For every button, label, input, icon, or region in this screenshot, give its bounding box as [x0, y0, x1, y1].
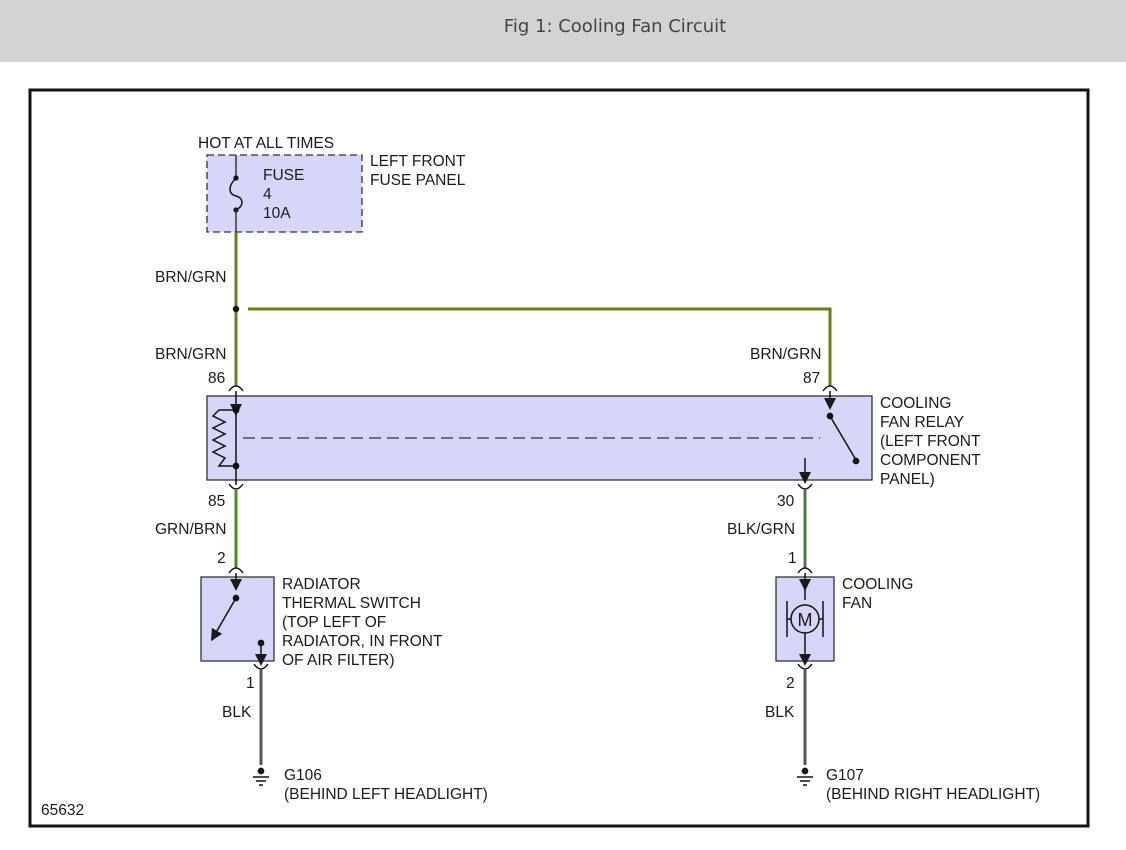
wire-label-grn-brn: GRN/BRN — [155, 521, 226, 538]
thermal-switch-label-1: RADIATOR — [282, 576, 361, 593]
relay-pin-87: 87 — [803, 370, 820, 387]
wire-label-blk-left: BLK — [222, 704, 252, 721]
relay-label-2: FAN RELAY — [880, 414, 964, 431]
cooling-fan-label-2: FAN — [842, 595, 872, 612]
fuse-icon — [229, 177, 243, 211]
connector-86-icon — [228, 385, 244, 392]
motor-symbol: M — [798, 610, 813, 630]
fuse-panel-box — [206, 154, 363, 233]
wire-label-brn-grn-right: BRN/GRN — [750, 346, 821, 363]
wire-label-blk-grn: BLK/GRN — [727, 521, 795, 538]
wire-label-blk-right: BLK — [765, 704, 795, 721]
relay-label-1: COOLING — [880, 395, 951, 412]
fuse-label: FUSE — [263, 167, 304, 184]
cooling-fan-pin-top: 1 — [788, 550, 797, 567]
relay-pin-85: 85 — [208, 493, 225, 510]
relay-contact-icon — [799, 391, 860, 484]
relay-coil-icon — [211, 391, 242, 485]
thermal-switch-box — [200, 576, 275, 662]
motor-icon — [786, 573, 824, 666]
relay-label-5: PANEL) — [880, 471, 935, 488]
power-label: HOT AT ALL TIMES — [198, 135, 334, 152]
thermal-switch-icon — [210, 573, 267, 666]
thermal-switch-pin-top: 2 — [217, 550, 226, 567]
thermal-switch-pin-bottom: 1 — [246, 675, 255, 692]
thermal-switch-label-5: OF AIR FILTER) — [282, 652, 395, 669]
diagram-frame — [28, 88, 1090, 828]
thermal-switch-label-4: RADIATOR, IN FRONT — [282, 633, 443, 650]
figure-header: Fig 1: Cooling Fan Circuit — [0, 0, 1126, 62]
thermal-switch-label-3: (TOP LEFT OF — [282, 614, 386, 631]
relay-pin-86: 86 — [208, 370, 225, 387]
wire-label-brn-grn-top: BRN/GRN — [155, 269, 226, 286]
connector-fan-bottom-icon — [797, 663, 813, 670]
fuse-number: 4 — [263, 186, 272, 203]
splice-point — [232, 305, 240, 313]
connector-switch-top-icon — [228, 567, 244, 574]
thermal-switch-label-2: THERMAL SWITCH — [282, 595, 421, 612]
relay-pin-30: 30 — [777, 493, 795, 510]
cooling-fan-pin-bottom: 2 — [786, 675, 795, 692]
ground-right-id: G107 — [826, 767, 864, 784]
ground-left-id: G106 — [284, 767, 322, 784]
connector-switch-bottom-icon — [253, 663, 269, 670]
cooling-fan-label-1: COOLING — [842, 576, 913, 593]
connector-30-icon — [797, 483, 813, 490]
ground-left-location: (BEHIND LEFT HEADLIGHT) — [284, 786, 488, 803]
ground-left-icon — [253, 767, 269, 786]
wire-brn-grn-branch — [248, 307, 832, 386]
ground-right-icon — [797, 767, 813, 786]
figure-title: Fig 1: Cooling Fan Circuit — [503, 16, 727, 37]
fuse-panel-label-2: FUSE PANEL — [370, 172, 466, 189]
fuse-panel-label-1: LEFT FRONT — [370, 153, 466, 170]
relay-label-4: COMPONENT — [880, 452, 981, 469]
figure-number: 65632 — [41, 802, 84, 819]
relay-label-3: (LEFT FRONT — [880, 433, 981, 450]
connector-87-icon — [822, 385, 838, 392]
wire-label-brn-grn-left: BRN/GRN — [155, 346, 226, 363]
fuse-rating: 10A — [263, 205, 291, 222]
connector-fan-top-icon — [797, 567, 813, 574]
ground-right-location: (BEHIND RIGHT HEADLIGHT) — [826, 786, 1040, 803]
connector-85-icon — [228, 483, 244, 490]
